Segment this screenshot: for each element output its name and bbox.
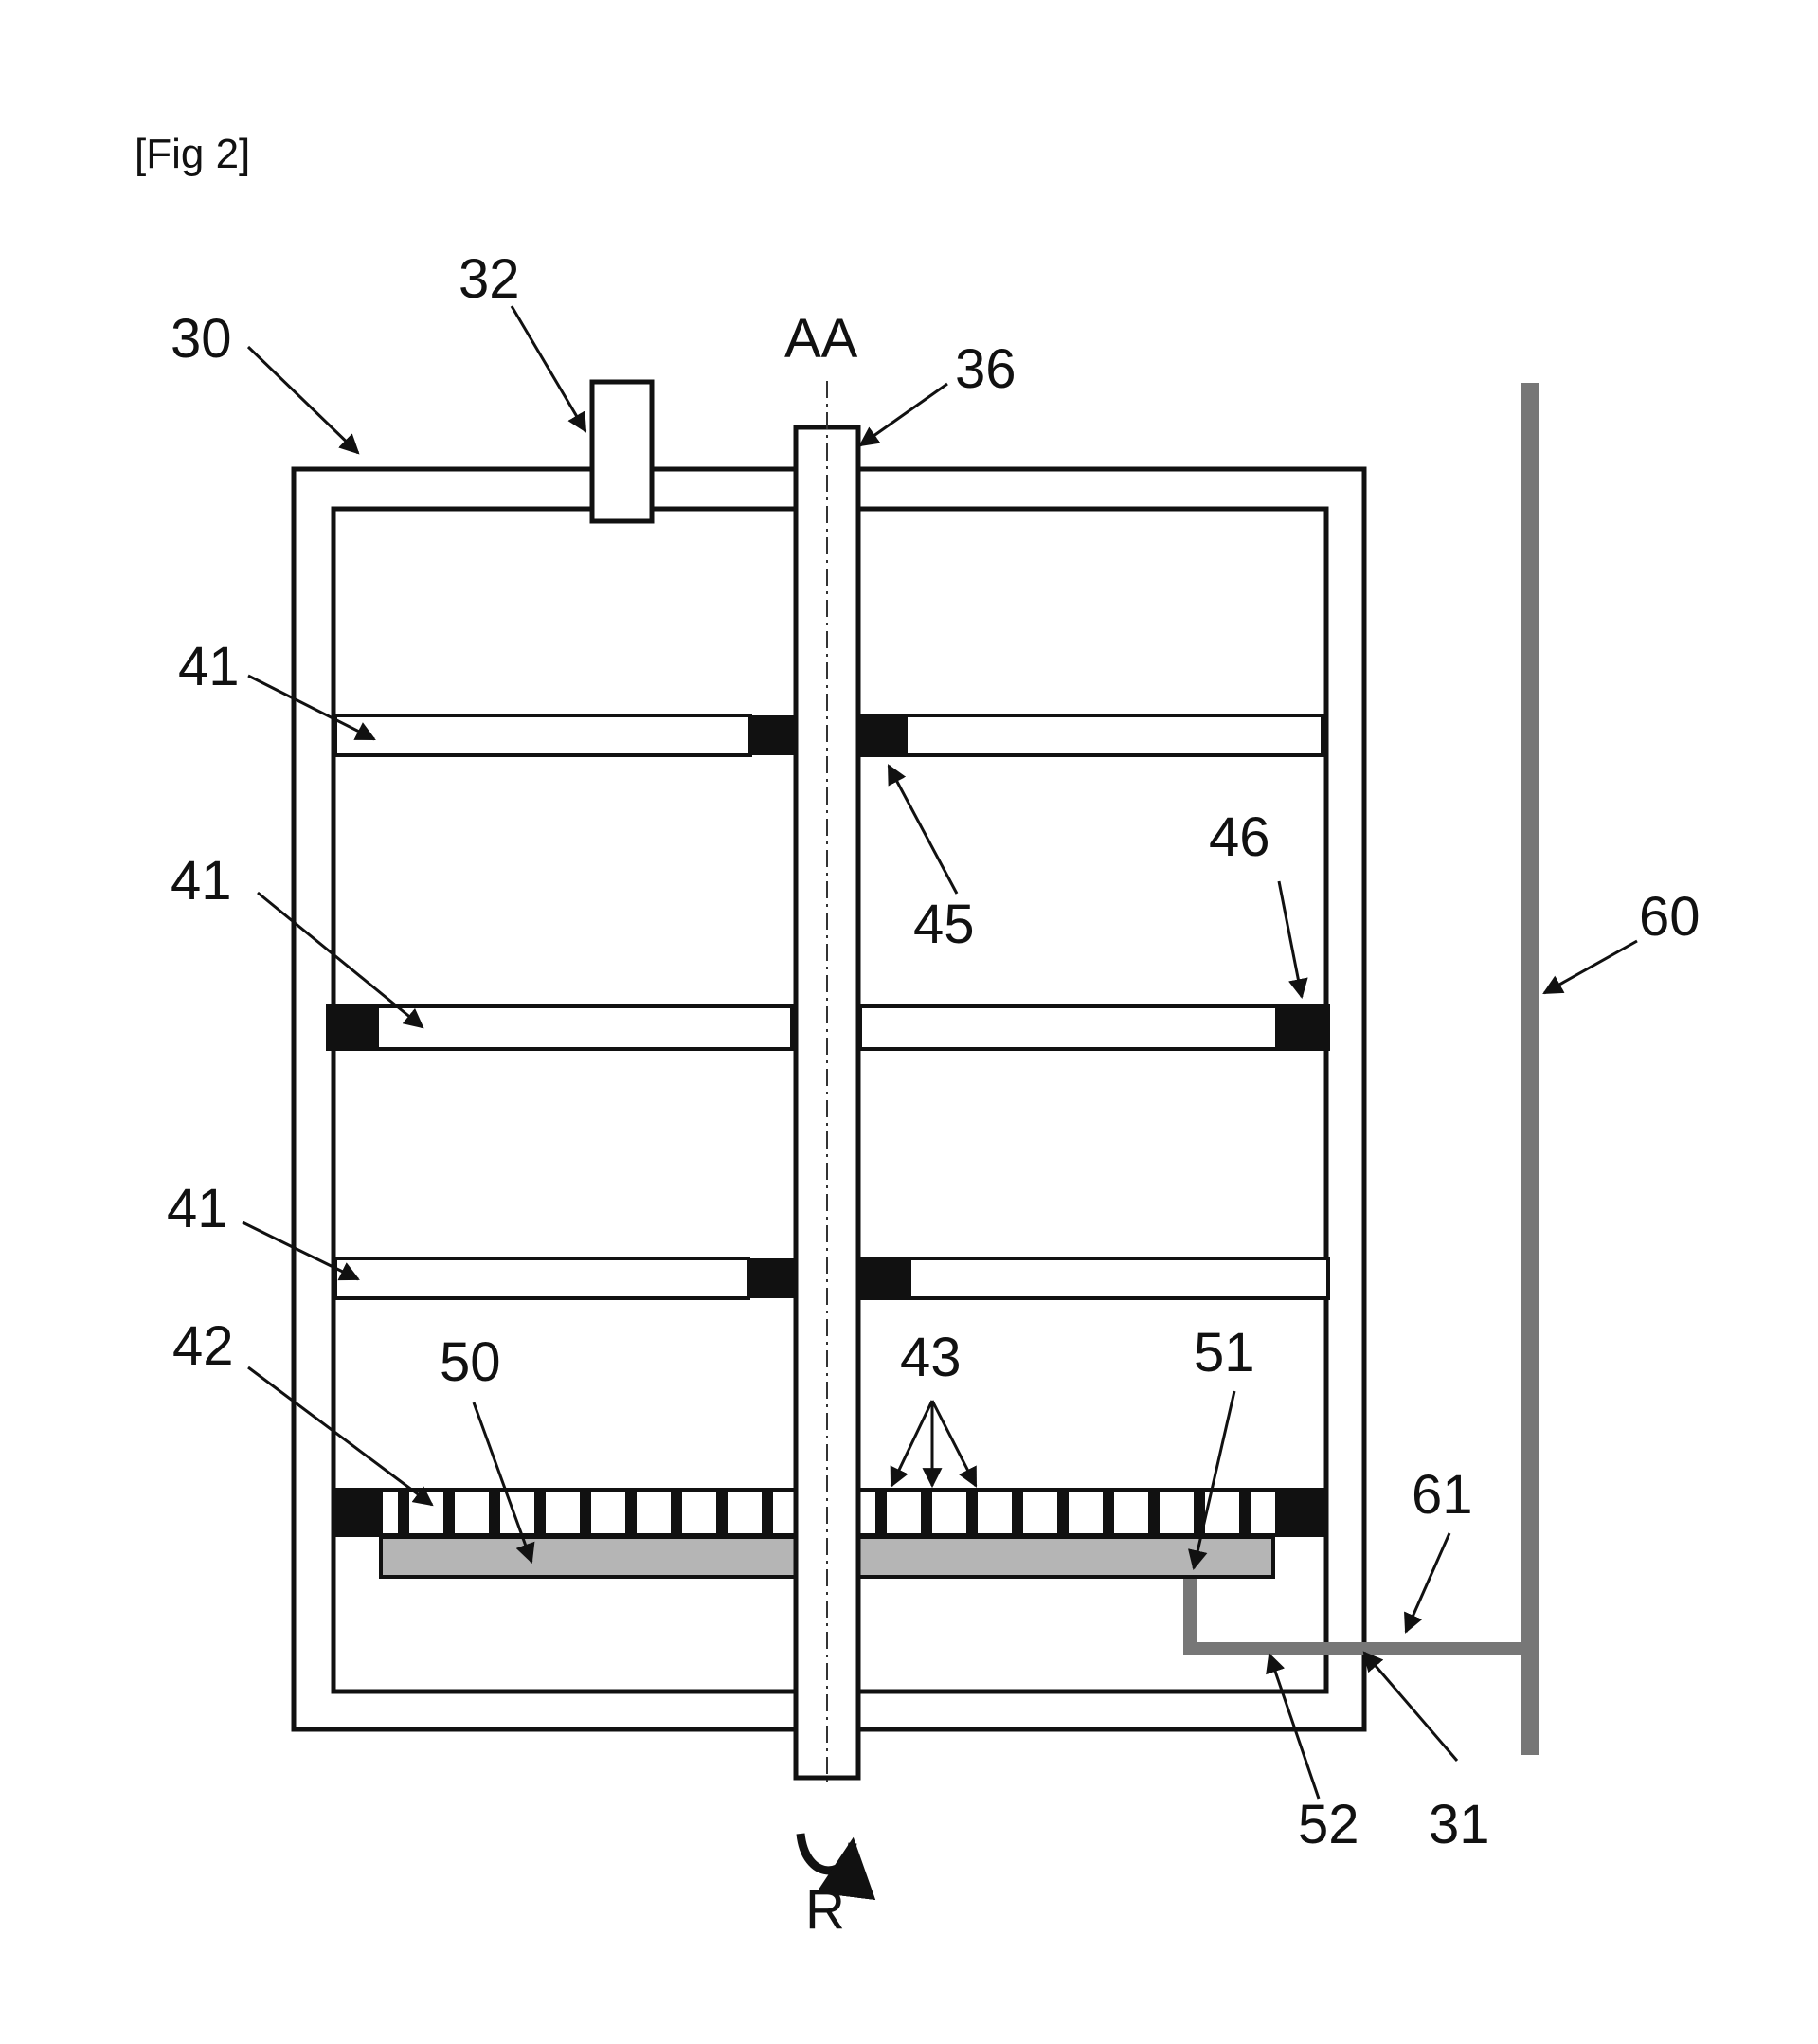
label-41-middle: 41 — [171, 850, 232, 912]
inner-seal — [748, 715, 798, 755]
label-31: 31 — [1429, 1794, 1490, 1855]
label-50: 50 — [440, 1331, 501, 1393]
label-43: 43 — [900, 1327, 962, 1388]
perforation-divider — [1057, 1490, 1069, 1535]
label-45: 45 — [913, 894, 975, 955]
perforation-divider — [534, 1490, 546, 1535]
connection-pipe — [1183, 1579, 1530, 1655]
label-52: 52 — [1298, 1794, 1359, 1855]
label-42: 42 — [172, 1315, 234, 1377]
lid-port — [589, 379, 655, 524]
label-41-upper: 41 — [178, 636, 240, 697]
perforation-divider — [443, 1490, 455, 1535]
perforation-divider — [1103, 1490, 1114, 1535]
perforation-divider — [1194, 1490, 1205, 1535]
label-46: 46 — [1209, 806, 1270, 868]
label-51: 51 — [1194, 1322, 1255, 1384]
perforation-divider — [716, 1490, 728, 1535]
perforation-divider — [398, 1490, 409, 1535]
perforation-divider — [1012, 1490, 1023, 1535]
figure-caption: [Fig 2] — [135, 131, 250, 177]
label-30: 30 — [171, 308, 232, 370]
perforation-holes — [398, 1490, 1251, 1535]
outer-seal — [328, 1006, 379, 1049]
perforation-divider — [875, 1490, 887, 1535]
label-61: 61 — [1412, 1464, 1473, 1526]
perforation-divider — [921, 1490, 932, 1535]
perforation-divider — [1148, 1490, 1160, 1535]
label-AA: AA — [784, 308, 858, 370]
perforation-divider — [489, 1490, 500, 1535]
perforation-divider — [966, 1490, 978, 1535]
outer-seal — [1275, 1006, 1328, 1049]
label-R: R — [805, 1879, 845, 1941]
label-36: 36 — [955, 338, 1017, 400]
inner-seal — [748, 1258, 798, 1298]
tray-lower — [333, 1257, 1330, 1300]
perforation-divider — [671, 1490, 682, 1535]
label-41-lower: 41 — [167, 1178, 228, 1239]
label-32: 32 — [459, 248, 520, 310]
leader-lines — [242, 305, 1638, 1800]
perforation-divider — [762, 1490, 773, 1535]
inner-seal — [858, 715, 908, 755]
inner-seal — [858, 1258, 911, 1298]
perforation-divider — [580, 1490, 591, 1535]
perforation-divider — [625, 1490, 637, 1535]
perforation-divider — [1239, 1490, 1251, 1535]
label-60: 60 — [1639, 886, 1701, 948]
rotation-arrow-icon — [796, 1833, 876, 1901]
